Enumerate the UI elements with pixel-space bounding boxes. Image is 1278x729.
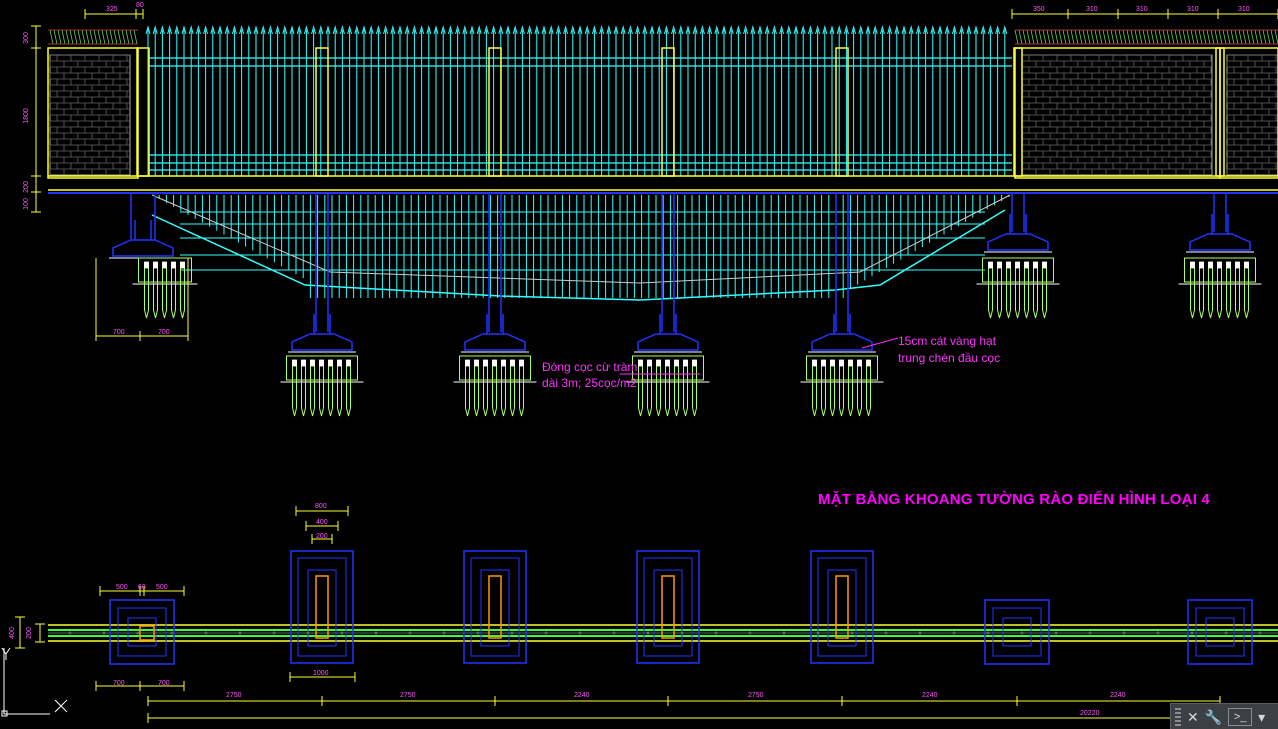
command-prompt-icon[interactable]: >_: [1228, 707, 1253, 726]
dim-wall-r1: 350: [1033, 6, 1045, 13]
dim-elev-700a: 700: [113, 329, 125, 336]
close-icon[interactable]: ✕: [1187, 708, 1199, 725]
chevron-down-icon[interactable]: ▾: [1258, 708, 1266, 725]
dim-plan-2: 2750: [400, 692, 416, 699]
dim-left-500a: 500: [116, 584, 128, 591]
dim-footing-800: 800: [315, 503, 327, 510]
dim-wall-r5: 310: [1238, 6, 1250, 13]
sand-note-line-1: 15cm cát vàng hạt: [898, 334, 997, 348]
dim-left-60: 60: [138, 584, 146, 591]
sand-note-line-2: trung chèn đầu cọc: [898, 351, 1001, 365]
dim-footing-200: 200: [316, 533, 328, 540]
dim-left-500b: 500: [156, 584, 168, 591]
dim-wall-r3: 310: [1136, 6, 1148, 13]
pile-group: [453, 355, 537, 417]
dim-left-700b: 700: [158, 680, 170, 687]
foundation-plan: [48, 550, 1278, 665]
dim-wall-r4: 310: [1187, 6, 1199, 13]
dim-plan-total: 20220: [1080, 710, 1100, 717]
drawing-title: MẶT BẰNG KHOANG TƯỜNG RÀO ĐIỂN HÌNH LOẠI…: [818, 491, 1210, 508]
pile-note-line-2: dài 3m; 25cọc/m2: [542, 376, 637, 390]
dim-plan-vert-400: 400: [8, 627, 16, 639]
dim-wall-325: 325: [106, 6, 118, 13]
fence-spikes: [48, 25, 1278, 45]
pile-group: [1178, 257, 1262, 319]
pile-group: [280, 355, 364, 417]
dim-vert-1800: 1800: [22, 108, 30, 124]
pile-group: [800, 355, 884, 417]
dim-wall-r2: 310: [1086, 6, 1098, 13]
pile-group: [132, 257, 198, 319]
pile-note-line-1: Đóng cọc cừ tràm: [542, 360, 638, 374]
pile-groups: [132, 257, 1262, 417]
dim-footing-400: 400: [316, 519, 328, 526]
dim-wall-80: 80: [136, 2, 144, 9]
pile-group: [626, 355, 710, 417]
dim-vert-100: 100: [22, 198, 30, 210]
dim-footing-1000: 1000: [313, 670, 329, 677]
dim-left-700a: 700: [113, 680, 125, 687]
dim-plan-6: 2240: [1110, 692, 1126, 699]
iron-fence-panels: [147, 30, 1012, 301]
plan-footing: [109, 599, 175, 665]
brick-wall-panels: [47, 47, 1278, 179]
foundation-section: [48, 175, 1278, 353]
plan-footing: [290, 550, 354, 664]
plan-footing: [984, 599, 1050, 665]
dim-vert-300: 300: [22, 32, 30, 44]
dim-plan-4: 2750: [748, 692, 764, 699]
dim-plan-5: 2240: [922, 692, 938, 699]
dimension-lines: [15, 9, 1278, 723]
plan-footing: [810, 550, 874, 664]
dim-plan-vert-200: 200: [25, 627, 33, 639]
pile-group: [976, 257, 1060, 319]
dim-elev-700b: 700: [158, 329, 170, 336]
grip-handle[interactable]: [1175, 707, 1181, 726]
dim-plan-1: 2750: [226, 692, 242, 699]
dim-plan-3: 2240: [574, 692, 590, 699]
command-line-toolbar: ✕ 🔧 >_ ▾: [1170, 703, 1278, 729]
ucs-axis-icon: [1, 647, 68, 717]
plan-footing: [636, 550, 700, 664]
dim-vert-200: 200: [22, 181, 30, 193]
plan-footing: [463, 550, 527, 664]
wrench-icon[interactable]: 🔧: [1204, 708, 1223, 725]
plan-footing: [1187, 599, 1253, 665]
